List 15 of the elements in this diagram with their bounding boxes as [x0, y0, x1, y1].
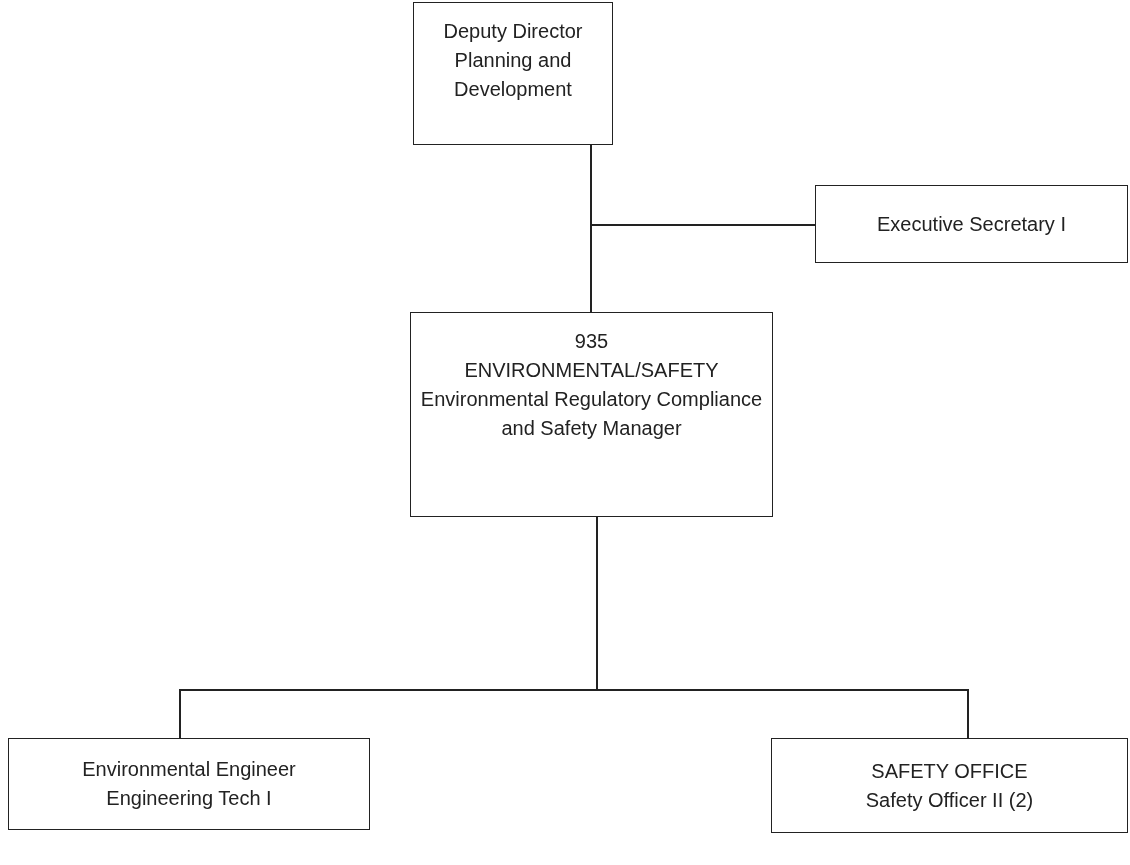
- position-title: Deputy Director Planning and Development: [442, 19, 584, 102]
- position-title: Executive Secretary I: [877, 211, 1066, 237]
- position-title: Engineering Tech I: [106, 786, 272, 811]
- position-title: Environmental Engineer: [82, 757, 296, 782]
- position-title: ENVIRONMENTAL/SAFETY: [464, 358, 719, 383]
- position-box: [8, 738, 370, 830]
- position-title: Safety Officer II (2): [865, 787, 1034, 813]
- position-box: [410, 312, 773, 517]
- position-box: [413, 2, 613, 145]
- position-title: SAFETY OFFICE: [871, 758, 1028, 784]
- position-title: 935: [574, 329, 609, 354]
- position-box: [771, 738, 1128, 833]
- position-title: Environmental Regulatory Compliance and Safety Manager: [419, 387, 764, 441]
- position-box: [815, 185, 1128, 263]
- connector-line: [590, 144, 816, 226]
